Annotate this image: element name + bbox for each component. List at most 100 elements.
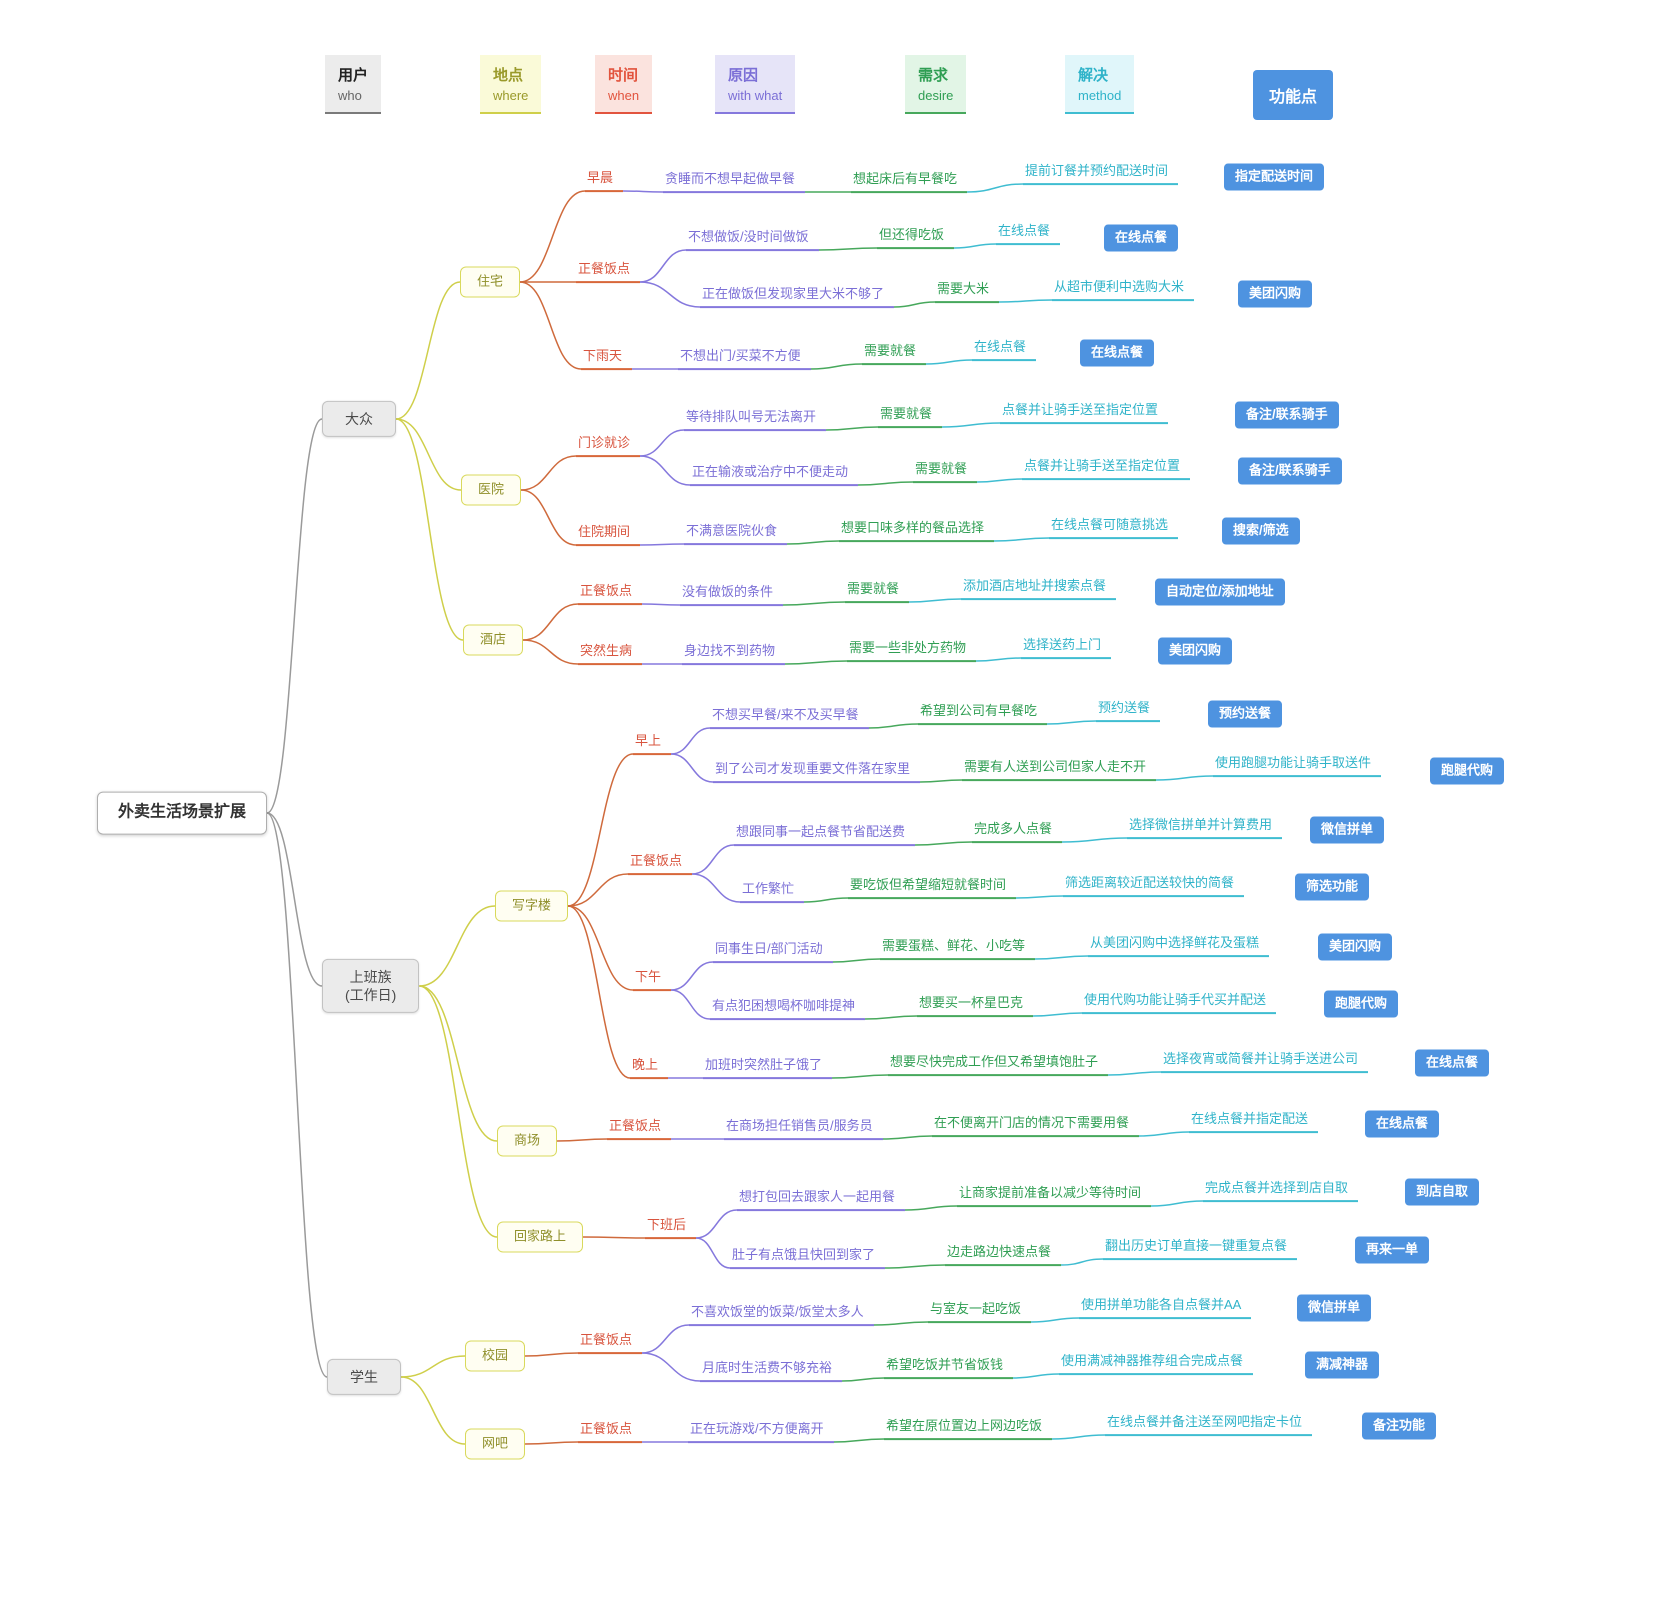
legend-feature[interactable]: 功能点	[1253, 70, 1334, 120]
feature-node[interactable]: 备注/联系骑手	[1235, 401, 1339, 429]
desire-node[interactable]: 需要就餐	[913, 459, 978, 483]
method-node[interactable]: 使用代购功能让骑手代买并配送	[1082, 990, 1277, 1014]
method-node[interactable]: 在线点餐并指定配送	[1189, 1109, 1319, 1133]
desire-node[interactable]: 想要买一杯星巴克	[917, 993, 1034, 1017]
place-node[interactable]: 酒店	[463, 624, 524, 656]
desire-node[interactable]: 需要就餐	[862, 341, 927, 365]
desire-node[interactable]: 想要口味多样的餐品选择	[839, 518, 995, 542]
time-node[interactable]: 晚上	[630, 1055, 669, 1079]
feature-node[interactable]: 搜索/筛选	[1222, 517, 1300, 545]
method-node[interactable]: 在线点餐	[972, 337, 1037, 361]
reason-node[interactable]: 想跟同事一起点餐节省配送费	[734, 822, 916, 846]
user-node[interactable]: 大众	[322, 400, 396, 438]
reason-node[interactable]: 没有做饭的条件	[680, 582, 784, 606]
time-node[interactable]: 正餐饭点	[578, 1419, 643, 1443]
method-node[interactable]: 筛选距离较近配送较快的简餐	[1063, 873, 1245, 897]
time-node[interactable]: 正餐饭点	[578, 1330, 643, 1354]
time-node[interactable]: 早晨	[585, 168, 624, 192]
reason-node[interactable]: 贪睡而不想早起做早餐	[663, 169, 806, 193]
time-node[interactable]: 下雨天	[581, 346, 633, 370]
method-node[interactable]: 在线点餐并备注送至网吧指定卡位	[1105, 1412, 1313, 1436]
reason-node[interactable]: 正在玩游戏/不方便离开	[688, 1419, 834, 1443]
time-node[interactable]: 门诊就诊	[576, 433, 641, 457]
method-node[interactable]: 在线点餐	[996, 221, 1061, 245]
feature-node[interactable]: 跑腿代购	[1324, 990, 1399, 1018]
method-node[interactable]: 预约送餐	[1096, 698, 1161, 722]
method-node[interactable]: 选择送药上门	[1021, 635, 1112, 659]
feature-node[interactable]: 微信拼单	[1310, 816, 1385, 844]
time-node[interactable]: 正餐饭点	[578, 581, 643, 605]
place-node[interactable]: 医院	[461, 474, 522, 506]
desire-node[interactable]: 需要有人送到公司但家人走不开	[962, 757, 1157, 781]
reason-node[interactable]: 想打包回去跟家人一起用餐	[737, 1187, 906, 1211]
place-node[interactable]: 住宅	[460, 266, 521, 298]
method-node[interactable]: 选择夜宵或简餐并让骑手送进公司	[1161, 1049, 1369, 1073]
feature-node[interactable]: 再来一单	[1355, 1236, 1430, 1264]
desire-node[interactable]: 在不便离开门店的情况下需要用餐	[932, 1113, 1140, 1137]
desire-node[interactable]: 边走路边快速点餐	[945, 1242, 1062, 1266]
feature-node[interactable]: 备注功能	[1362, 1412, 1437, 1440]
feature-node[interactable]: 在线点餐	[1365, 1110, 1440, 1138]
reason-node[interactable]: 不想做饭/没时间做饭	[686, 227, 819, 251]
reason-node[interactable]: 有点犯困想喝杯咖啡提神	[710, 996, 866, 1020]
feature-node[interactable]: 自动定位/添加地址	[1155, 578, 1285, 606]
desire-node[interactable]: 完成多人点餐	[972, 819, 1063, 843]
method-node[interactable]: 使用跑腿功能让骑手取送件	[1213, 753, 1382, 777]
method-node[interactable]: 选择微信拼单并计算费用	[1127, 815, 1283, 839]
desire-node[interactable]: 需要一些非处方药物	[847, 638, 977, 662]
desire-node[interactable]: 要吃饭但希望缩短就餐时间	[848, 875, 1017, 899]
reason-node[interactable]: 不想出门/买菜不方便	[678, 346, 811, 370]
method-node[interactable]: 点餐并让骑手送至指定位置	[1022, 456, 1191, 480]
reason-node[interactable]: 正在输液或治疗中不便走动	[690, 462, 859, 486]
reason-node[interactable]: 工作繁忙	[740, 879, 805, 903]
user-node[interactable]: 学生	[327, 1358, 401, 1396]
method-node[interactable]: 使用拼单功能各自点餐并AA	[1079, 1295, 1252, 1319]
reason-node[interactable]: 等待排队叫号无法离开	[684, 407, 827, 431]
method-node[interactable]: 翻出历史订单直接一键重复点餐	[1103, 1236, 1298, 1260]
reason-node[interactable]: 身边找不到药物	[682, 641, 786, 665]
place-node[interactable]: 校园	[465, 1340, 526, 1372]
feature-node[interactable]: 在线点餐	[1080, 339, 1155, 367]
time-node[interactable]: 突然生病	[578, 641, 643, 665]
method-node[interactable]: 从美团闪购中选择鲜花及蛋糕	[1088, 933, 1270, 957]
method-node[interactable]: 完成点餐并选择到店自取	[1203, 1178, 1359, 1202]
desire-node[interactable]: 但还得吃饭	[877, 225, 955, 249]
desire-node[interactable]: 需要就餐	[878, 404, 943, 428]
desire-node[interactable]: 希望吃饭并节省饭钱	[884, 1355, 1014, 1379]
desire-node[interactable]: 希望到公司有早餐吃	[918, 701, 1048, 725]
root-node[interactable]: 外卖生活场景扩展	[97, 791, 268, 835]
method-node[interactable]: 从超市便利中选购大米	[1052, 277, 1195, 301]
reason-node[interactable]: 到了公司才发现重要文件落在家里	[713, 759, 921, 783]
desire-node[interactable]: 需要蛋糕、鲜花、小吃等	[880, 936, 1036, 960]
place-node[interactable]: 商场	[497, 1125, 558, 1157]
reason-node[interactable]: 正在做饭但发现家里大米不够了	[700, 284, 895, 308]
time-node[interactable]: 正餐饭点	[576, 259, 641, 283]
reason-node[interactable]: 不喜欢饭堂的饭菜/饭堂太多人	[689, 1302, 874, 1326]
feature-node[interactable]: 美团闪购	[1318, 933, 1393, 961]
desire-node[interactable]: 与室友一起吃饭	[928, 1299, 1032, 1323]
reason-node[interactable]: 在商场担任销售员/服务员	[724, 1116, 883, 1140]
time-node[interactable]: 正餐饭点	[607, 1116, 672, 1140]
reason-node[interactable]: 加班时突然肚子饿了	[703, 1055, 833, 1079]
desire-node[interactable]: 想要尽快完成工作但又希望填饱肚子	[888, 1052, 1109, 1076]
feature-node[interactable]: 到店自取	[1405, 1178, 1480, 1206]
method-node[interactable]: 添加酒店地址并搜索点餐	[961, 576, 1117, 600]
place-node[interactable]: 回家路上	[497, 1221, 584, 1253]
feature-node[interactable]: 微信拼单	[1297, 1294, 1372, 1322]
desire-node[interactable]: 让商家提前准备以减少等待时间	[957, 1183, 1152, 1207]
feature-node[interactable]: 指定配送时间	[1224, 163, 1325, 191]
reason-node[interactable]: 同事生日/部门活动	[713, 939, 833, 963]
method-node[interactable]: 在线点餐可随意挑选	[1049, 515, 1179, 539]
reason-node[interactable]: 月底时生活费不够充裕	[700, 1358, 843, 1382]
feature-node[interactable]: 筛选功能	[1295, 873, 1370, 901]
desire-node[interactable]: 需要大米	[935, 279, 1000, 303]
method-node[interactable]: 点餐并让骑手送至指定位置	[1000, 400, 1169, 424]
feature-node[interactable]: 备注/联系骑手	[1238, 457, 1342, 485]
feature-node[interactable]: 美团闪购	[1158, 637, 1233, 665]
feature-node[interactable]: 美团闪购	[1238, 280, 1313, 308]
place-node[interactable]: 写字楼	[495, 890, 569, 922]
